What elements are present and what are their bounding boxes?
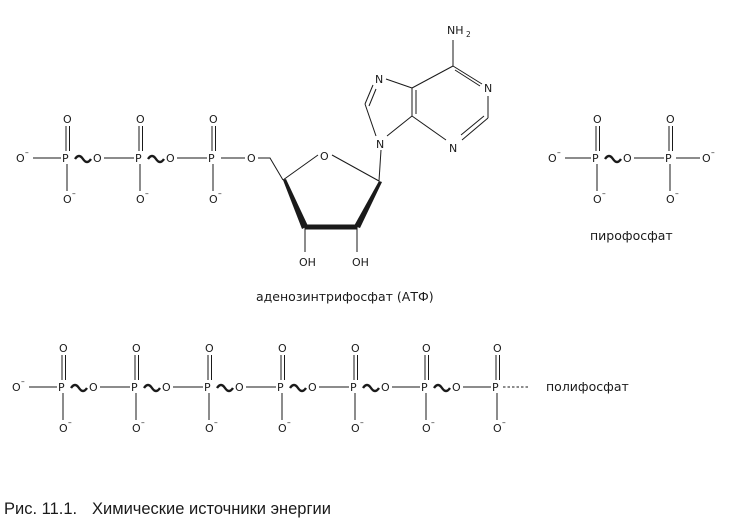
high-energy-bond — [216, 383, 234, 393]
atom-o: O — [132, 422, 141, 435]
atom-o: O — [493, 422, 502, 435]
atom-o: O — [666, 193, 675, 206]
polyphosphate-label: полифосфат — [546, 379, 629, 394]
caption-prefix: Рис. 11.1. — [4, 500, 77, 518]
atom-o: O — [12, 381, 21, 394]
atom-p: P — [665, 152, 672, 165]
atom-o: O — [162, 381, 171, 394]
adenine-base: N N N N NH 2 — [364, 24, 492, 155]
charge: – — [360, 418, 364, 427]
charge: – — [214, 418, 218, 427]
atom-o: O — [593, 193, 602, 206]
charge: – — [25, 148, 29, 157]
charge: – — [675, 189, 679, 198]
atom-o: O — [89, 381, 98, 394]
high-energy-bond — [604, 154, 622, 164]
atom-p: P — [208, 152, 215, 165]
charge: – — [218, 189, 222, 198]
atom-o: O — [308, 381, 317, 394]
atom-o: O — [235, 381, 244, 394]
high-energy-bond — [433, 383, 451, 393]
atp-label: аденозинтрифосфат (АТФ) — [256, 289, 434, 304]
atom-o: O — [493, 342, 502, 355]
charge: – — [145, 189, 149, 198]
atom-p: P — [492, 381, 499, 394]
atom-p: P — [277, 381, 284, 394]
atom-p: P — [135, 152, 142, 165]
charge: – — [431, 418, 435, 427]
atom-o: O — [209, 113, 218, 126]
atom-o: O — [422, 342, 431, 355]
atom-p: P — [62, 152, 69, 165]
amine-group: NH — [447, 24, 464, 37]
charge: – — [557, 148, 561, 157]
high-energy-bond — [289, 383, 307, 393]
charge: – — [68, 418, 72, 427]
charge: – — [287, 418, 291, 427]
atom-n: N — [484, 82, 492, 95]
hydroxyl-group: OH — [299, 256, 316, 269]
atom-o: O — [623, 152, 632, 165]
atom-o: O — [351, 342, 360, 355]
atom-o: O — [452, 381, 461, 394]
high-energy-bond — [143, 383, 161, 393]
amine-subscript: 2 — [466, 30, 471, 39]
atom-p: P — [204, 381, 211, 394]
charge: – — [141, 418, 145, 427]
atom-n: N — [375, 73, 383, 86]
charge: – — [711, 148, 715, 157]
polyphosphate-molecule: O – P O O – O P O O – O P O O – O — [12, 342, 629, 435]
charge: – — [502, 418, 506, 427]
atom-o: O — [702, 152, 711, 165]
atom-o: O — [278, 342, 287, 355]
atom-p: P — [592, 152, 599, 165]
atom-p: P — [350, 381, 357, 394]
atom-o: O — [205, 342, 214, 355]
atom-o: O — [136, 193, 145, 206]
atom-o: O — [351, 422, 360, 435]
atom-p: P — [421, 381, 428, 394]
atom-o: O — [63, 113, 72, 126]
atom-o: O — [381, 381, 390, 394]
high-energy-bond — [70, 383, 88, 393]
atom-p: P — [58, 381, 65, 394]
high-energy-bond — [362, 383, 380, 393]
atom-o: O — [320, 150, 329, 163]
atom-o: O — [205, 422, 214, 435]
atom-o: O — [136, 113, 145, 126]
ribose-ring: O OH OH — [282, 149, 382, 269]
charge: – — [21, 377, 25, 386]
atom-o: O — [548, 152, 557, 165]
pyrophosphate-molecule: O – P O O – O P O O – O – пирофосфат — [548, 113, 715, 243]
atom-o: O — [59, 422, 68, 435]
atom-o: O — [593, 113, 602, 126]
pyrophosphate-label: пирофосфат — [590, 228, 673, 243]
atom-o: O — [59, 342, 68, 355]
atom-o: O — [166, 152, 175, 165]
atom-o: O — [16, 152, 25, 165]
atom-o: O — [422, 422, 431, 435]
charge: – — [72, 189, 76, 198]
charge: – — [602, 189, 606, 198]
atom-o: O — [132, 342, 141, 355]
atom-o: O — [247, 152, 256, 165]
atom-o: O — [278, 422, 287, 435]
figure-caption: Рис. 11.1. Химические источники энергии — [4, 500, 331, 518]
atom-o: O — [93, 152, 102, 165]
high-energy-bond — [147, 154, 165, 164]
atp-molecule: O – P O O – O P O O – O P O — [16, 24, 492, 304]
atp-phosphate-chain: O – P O O – O P O O – O P O — [16, 113, 284, 206]
atom-n: N — [449, 142, 457, 155]
atom-o: O — [666, 113, 675, 126]
caption-text: Химические источники энергии — [92, 500, 331, 518]
hydroxyl-group: OH — [352, 256, 369, 269]
atom-o: O — [63, 193, 72, 206]
high-energy-bond — [74, 154, 92, 164]
atom-p: P — [131, 381, 138, 394]
atom-o: O — [209, 193, 218, 206]
atom-n: N — [376, 138, 384, 151]
